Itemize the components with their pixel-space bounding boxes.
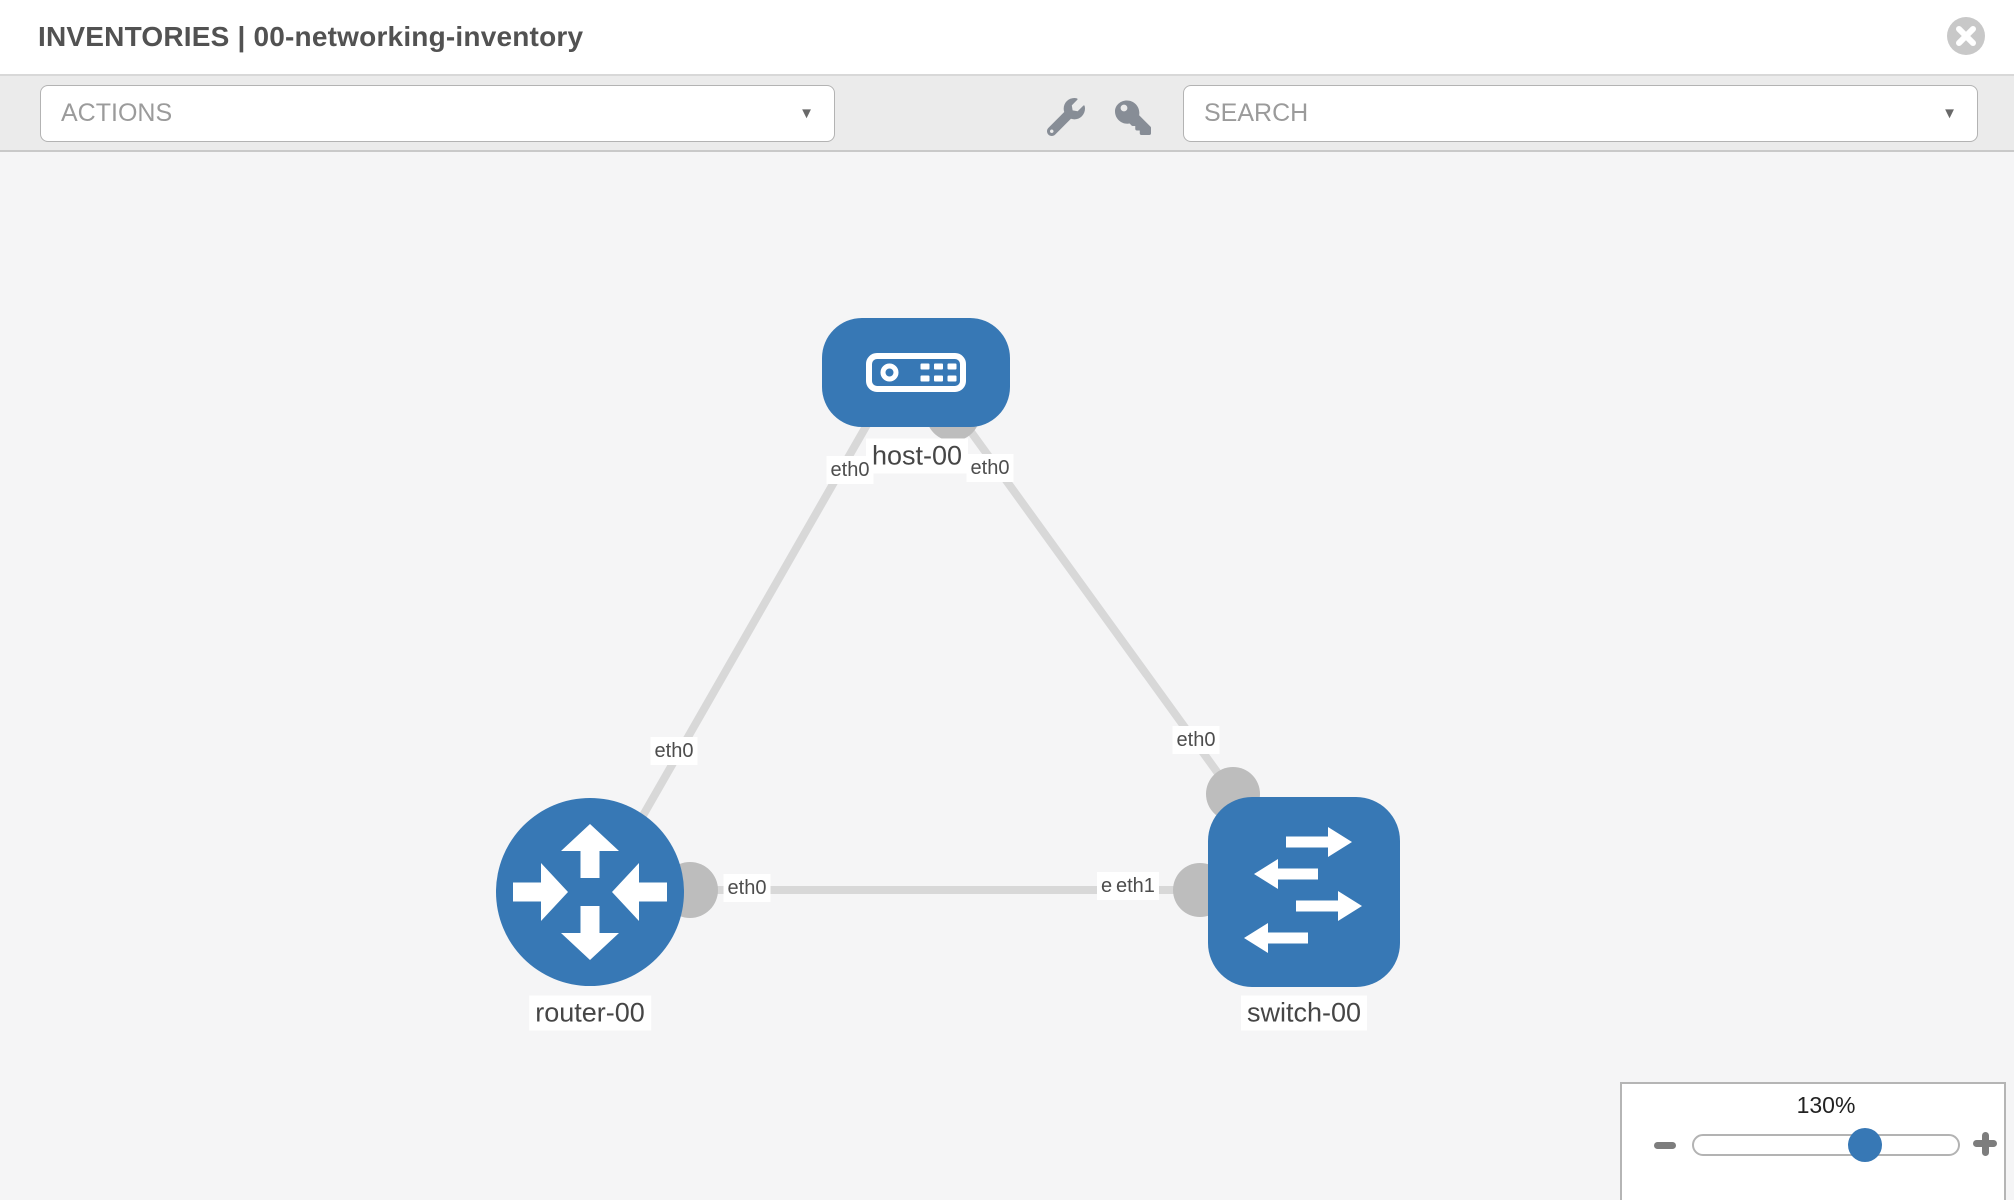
close-icon (1947, 17, 1985, 55)
node-label-switch: switch-00 (1240, 995, 1368, 1031)
iface-label-host-left: eth0 (826, 456, 874, 484)
zoom-in-button[interactable] (1971, 1128, 2001, 1158)
node-router-00[interactable] (496, 798, 684, 986)
chevron-down-icon: ▼ (799, 105, 814, 122)
zoom-out-button[interactable] (1652, 1132, 1682, 1158)
host-icon (866, 353, 966, 392)
actions-dropdown-label: ACTIONS (61, 99, 173, 127)
key-icon (1115, 100, 1151, 135)
router-icon (513, 824, 667, 960)
iface-label-host-right: eth0 (966, 454, 1014, 482)
iface-label-router-top: eth0 (650, 737, 698, 765)
chevron-down-icon: ▼ (1942, 105, 1957, 122)
iface-label-switch-top: eth0 (1172, 726, 1220, 754)
iface-label-router-right: eth0 (723, 874, 771, 902)
node-label-host: host-00 (865, 438, 969, 474)
link-host-router (594, 400, 884, 896)
search-dropdown-label: SEARCH (1204, 99, 1309, 127)
tools-button[interactable] (1044, 95, 1088, 139)
node-switch-00[interactable] (1208, 797, 1400, 987)
switch-icon (1244, 827, 1362, 953)
zoom-slider-thumb[interactable] (1848, 1128, 1882, 1162)
page-title: INVENTORIES | 00-networking-inventory (38, 21, 584, 52)
zoom-slider-track[interactable] (1692, 1134, 1960, 1156)
search-dropdown[interactable]: SEARCH ▼ (1183, 85, 1978, 142)
node-label-router: router-00 (529, 995, 651, 1031)
close-button[interactable] (1946, 16, 1986, 56)
credentials-button[interactable] (1111, 95, 1155, 139)
header-bar: INVENTORIES | 00-networking-inventory (0, 0, 2014, 76)
wrench-icon (1047, 98, 1085, 136)
toolbar: ACTIONS ▼ SEARCH ▼ (0, 76, 2014, 152)
zoom-panel: 130% (1620, 1082, 2006, 1200)
minus-icon (1654, 1142, 1676, 1149)
iface-label-switch-left: eth1 (1112, 872, 1159, 900)
zoom-level: 130% (1796, 1092, 1856, 1118)
topology-canvas[interactable]: host-00 router-00 switch-00 eth0 eth0 et… (0, 152, 2014, 1200)
actions-dropdown[interactable]: ACTIONS ▼ (40, 85, 835, 142)
node-host-00[interactable] (822, 318, 1010, 427)
